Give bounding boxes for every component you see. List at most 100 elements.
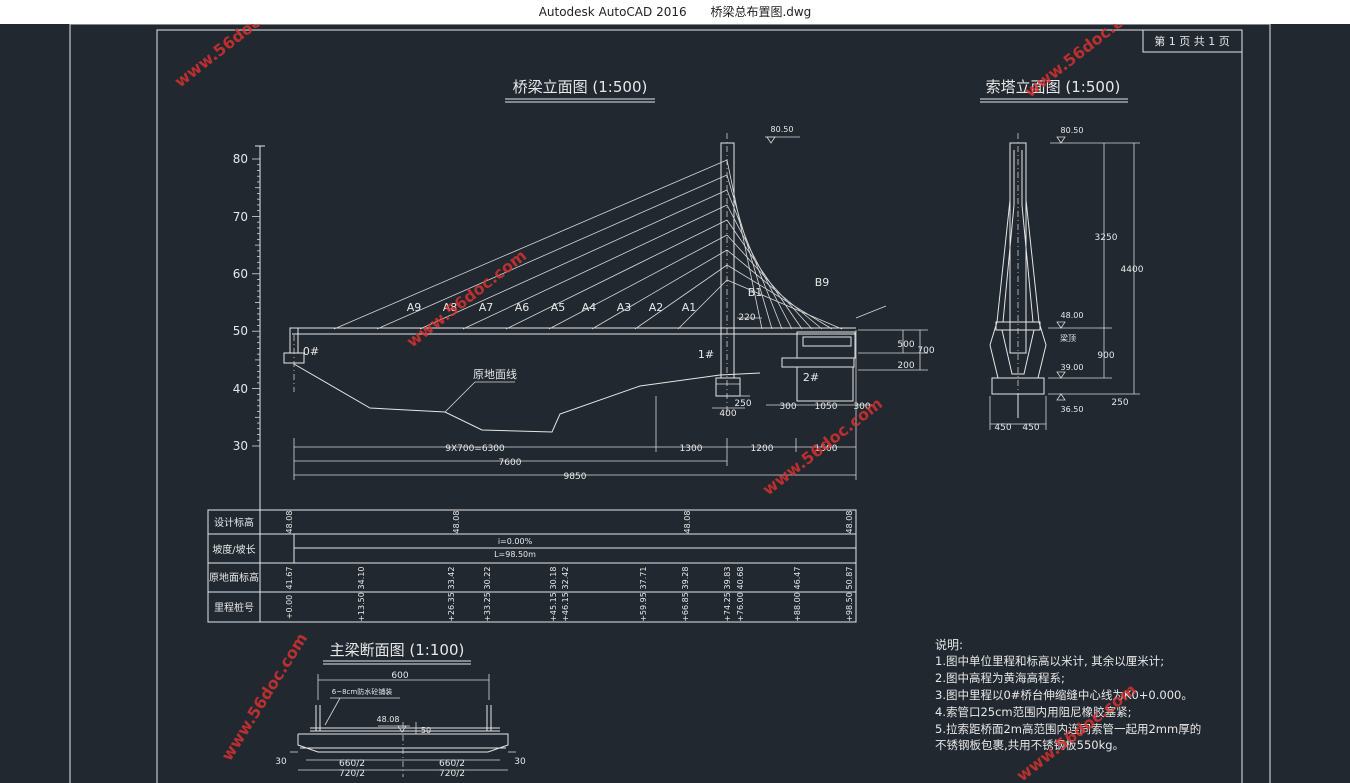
tower-dim-4400: 4400	[1121, 265, 1144, 275]
cable-b1: B1	[748, 286, 763, 299]
cable-a7: A7	[479, 301, 494, 314]
dim-9x700: 9X700=6300	[445, 444, 505, 454]
watermark: www.56doc.com	[171, 24, 298, 91]
cable-a6: A6	[515, 301, 530, 314]
note-line-2: 2.图中高程为黄海高程系;	[935, 671, 1065, 685]
tower-dim-450-left: 450	[994, 423, 1011, 433]
section-dim-30-right: 30	[514, 757, 526, 767]
watermark: www.56doc.com	[217, 630, 311, 765]
tower-top-elev: 80.50	[771, 125, 794, 134]
cable-a2	[634, 264, 728, 330]
ground-elev: 41.67	[285, 567, 294, 590]
file-name: 桥梁总布置图.dwg	[710, 5, 812, 19]
cable-a1: A1	[682, 301, 697, 314]
cable-b6	[726, 234, 813, 330]
ground-elev: 39.83	[723, 567, 732, 590]
dim-200: 200	[897, 361, 914, 371]
bridge-elevation: 80 70 60 50 40 30	[233, 133, 928, 510]
tower-dim-900: 900	[1097, 351, 1114, 361]
note-line-3: 3.图中里程以0#桥台伸缩缝中心线为K0+0.000。	[935, 688, 1193, 702]
cable-a3	[591, 249, 728, 330]
dim-1500: 1500	[815, 444, 838, 454]
station: +74.25	[723, 592, 732, 622]
tower-title: 索塔立面图 (1:500)	[986, 78, 1121, 96]
section-dim-50: 50	[421, 726, 431, 735]
row-label-slope: 坡度/坡长	[212, 543, 255, 556]
cable-a6	[462, 204, 728, 330]
design-elev: 48.08	[285, 511, 294, 534]
cable-a5	[505, 219, 728, 330]
dim-250: 250	[734, 399, 751, 409]
cable-a5: A5	[551, 301, 566, 314]
y-tick-60: 60	[233, 267, 248, 281]
tower-elev-bottom: 36.50	[1061, 405, 1084, 414]
note-line-4: 4.索管口25cm范围内用阻尼橡胶塞紧;	[935, 705, 1132, 719]
dim-9850: 9850	[564, 472, 587, 482]
section-dim-720-left: 720/2	[339, 769, 365, 779]
station: +88.00	[793, 592, 802, 622]
notes: 说明: 1.图中单位里程和标高以米计, 其余以厘米计; 2.图中高程为黄海高程系…	[935, 637, 1201, 752]
tower-beam-top: 梁顶	[1060, 334, 1076, 343]
length-value: L=98.50m	[494, 550, 536, 559]
y-tick-80: 80	[233, 152, 248, 166]
ground-elev: 46.47	[793, 567, 802, 590]
cable-a3: A3	[617, 301, 632, 314]
station: +13.50	[357, 592, 366, 622]
cable-a1	[677, 279, 728, 330]
ground-elev: 30.18	[549, 567, 558, 590]
cable-b1	[726, 159, 763, 330]
row-label-ground: 原地面标高	[209, 571, 259, 584]
cable-a9: A9	[407, 301, 422, 314]
station: +66.85	[681, 592, 690, 622]
ground-elev: 34.10	[357, 567, 366, 590]
drawing-canvas[interactable]: 第 1 页 共 1 页 桥梁立面图 (1:500) 索塔立面图 (1:500) …	[0, 24, 1350, 783]
section-dim-720-right: 720/2	[439, 769, 465, 779]
cable-b9	[726, 279, 843, 330]
station: +76.00	[736, 592, 745, 622]
dim-1300: 1300	[680, 444, 703, 454]
row-label-station: 里程桩号	[214, 601, 254, 614]
notes-title: 说明:	[935, 637, 963, 652]
note-line-1: 1.图中单位里程和标高以米计, 其余以厘米计;	[935, 654, 1164, 668]
pier-1-label: 1#	[698, 348, 714, 361]
design-elev: 48.08	[845, 511, 854, 534]
dim-700: 700	[917, 346, 934, 356]
y-tick-70: 70	[233, 210, 248, 224]
note-line-6: 不锈钢板包裹,共用不锈钢板550kg。	[935, 738, 1124, 752]
station: +45.15	[549, 592, 558, 622]
app-name: Autodesk AutoCAD 2016	[538, 5, 687, 19]
section-title: 主梁断面图 (1:100)	[330, 641, 465, 659]
titles: 桥梁立面图 (1:500) 索塔立面图 (1:500) 主梁断面图 (1:100…	[323, 78, 1128, 665]
station: +33.25	[483, 592, 492, 622]
slope-value: i=0.00%	[498, 537, 533, 546]
tower-elev-deck: 48.00	[1061, 311, 1084, 320]
cable-a8: A8	[443, 301, 458, 314]
cable-b9: B9	[815, 276, 830, 289]
station: +26.35	[447, 592, 456, 622]
dim-300-left: 300	[779, 402, 796, 412]
section-dim-660-right: 660/2	[439, 759, 465, 769]
station: +98.50	[845, 592, 854, 622]
cable-b7	[726, 249, 823, 330]
sheet-frames	[69, 24, 1271, 783]
tower-elevation	[989, 133, 1047, 418]
ground-elev-values: 41.67 34.10 33.42 30.22 30.18 32.42 37.7…	[285, 567, 854, 590]
ground-elev: 50.87	[845, 567, 854, 590]
dim-500: 500	[897, 340, 914, 350]
ground-elev: 32.42	[561, 567, 570, 590]
pier-0-label: 0#	[303, 345, 319, 358]
girder-section	[297, 705, 509, 777]
watermark: www.56doc.com	[403, 246, 530, 351]
design-elev-values: 48.08 48.08 48.08 48.08	[285, 511, 854, 534]
elevation-title: 桥梁立面图 (1:500)	[513, 78, 648, 96]
station-values: +0.00 +13.50 +26.35 +33.25 +45.15 +46.15…	[285, 592, 854, 622]
tower-elev-top: 80.50	[1061, 126, 1084, 135]
ground-elev: 40.68	[736, 567, 745, 590]
ground-line-label: 原地面线	[473, 367, 517, 381]
station: +46.15	[561, 592, 570, 622]
ground-elev: 33.42	[447, 567, 456, 590]
tower-dim-3250: 3250	[1095, 233, 1118, 243]
cable-a7	[419, 189, 728, 330]
cable-a2: A2	[649, 301, 664, 314]
y-tick-40: 40	[233, 382, 248, 396]
